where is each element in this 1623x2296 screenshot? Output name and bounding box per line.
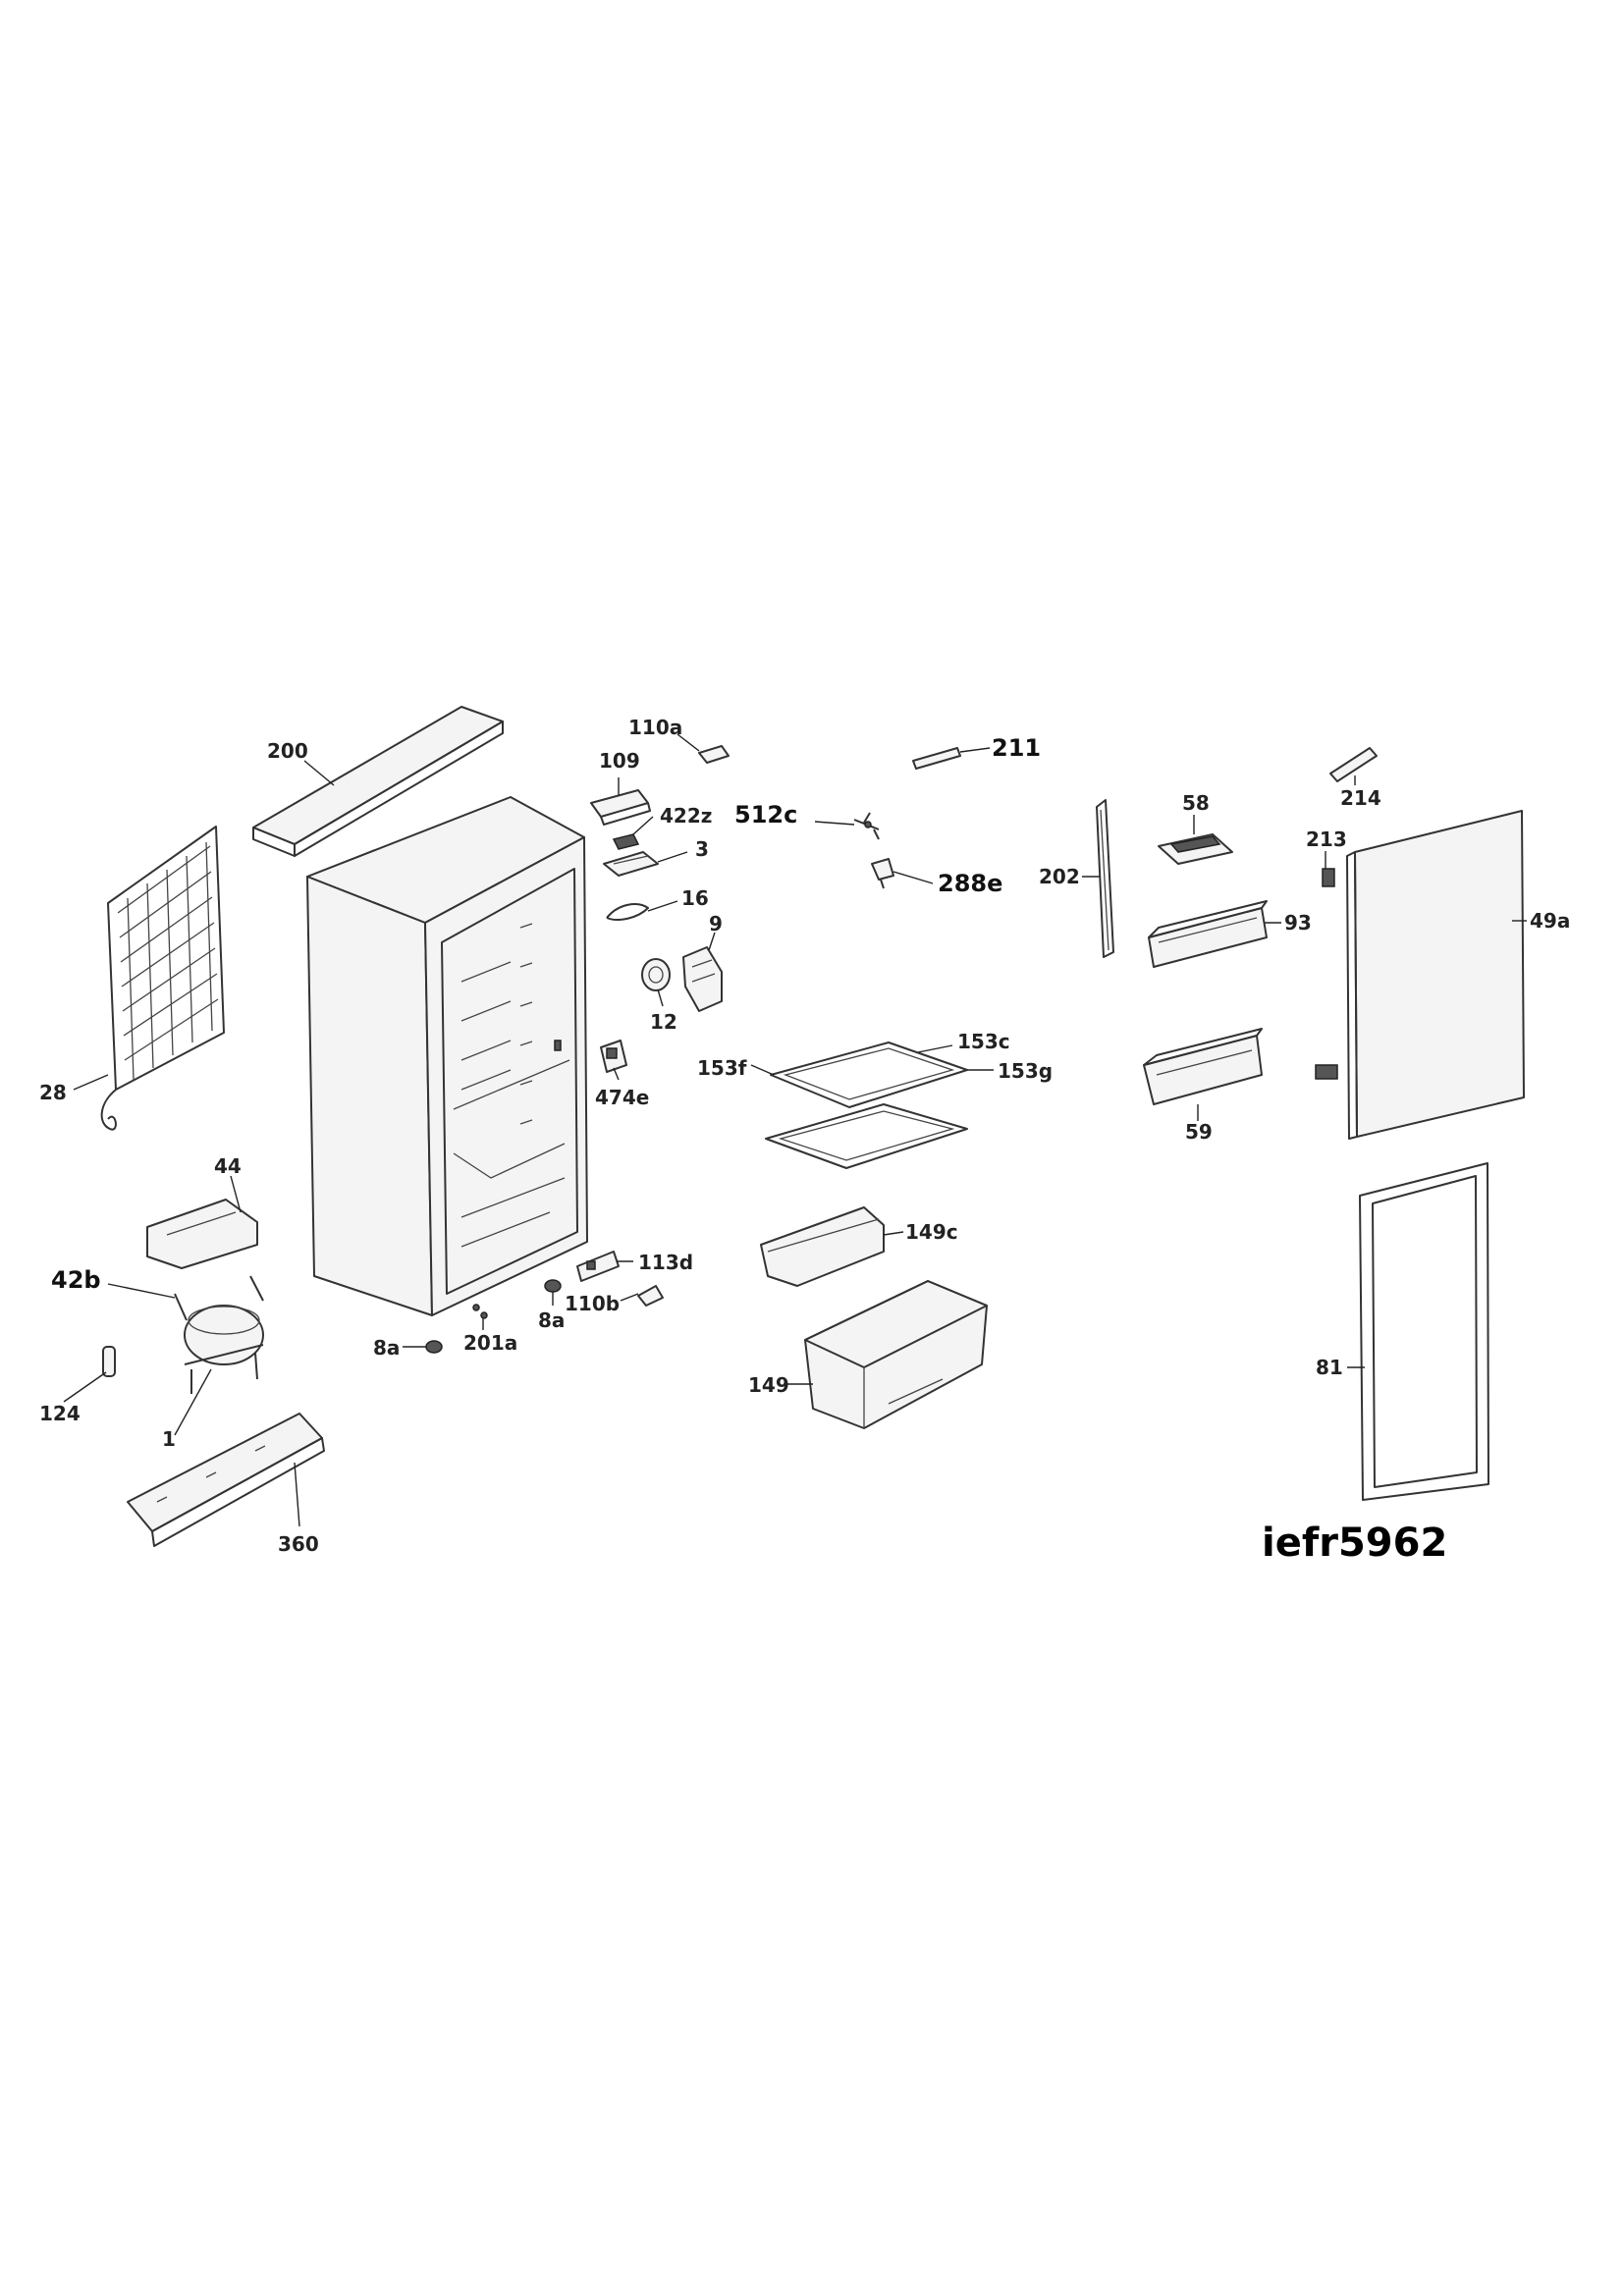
leader-lines bbox=[63, 733, 1527, 1527]
callout-149: 149 bbox=[748, 1373, 789, 1397]
callout-42b: 42b bbox=[51, 1266, 101, 1294]
part-81-door-gasket bbox=[1359, 1162, 1489, 1501]
part-211 bbox=[912, 747, 961, 770]
callout-44: 44 bbox=[214, 1154, 242, 1178]
callout-512c: 512c bbox=[734, 801, 797, 828]
part-512c bbox=[853, 812, 880, 840]
callout-59: 59 bbox=[1185, 1120, 1213, 1144]
part-149-crisper-drawer bbox=[804, 1280, 988, 1429]
part-1-compressor bbox=[184, 1305, 264, 1394]
part-8a-right bbox=[544, 1279, 562, 1293]
part-58 bbox=[1158, 833, 1233, 865]
callout-422z: 422z bbox=[660, 804, 712, 828]
part-28-condenser bbox=[100, 826, 225, 1131]
part-422z bbox=[612, 833, 640, 850]
part-202 bbox=[1096, 799, 1114, 958]
callout-110a: 110a bbox=[628, 716, 682, 739]
callout-3: 3 bbox=[695, 837, 709, 861]
part-12 bbox=[641, 958, 671, 991]
callout-153g: 153g bbox=[998, 1059, 1053, 1083]
callout-9: 9 bbox=[709, 912, 723, 935]
part-3 bbox=[603, 851, 659, 877]
callout-200: 200 bbox=[267, 739, 308, 763]
cabinet-body bbox=[306, 796, 588, 1316]
callout-214: 214 bbox=[1340, 786, 1381, 810]
part-44 bbox=[146, 1199, 258, 1269]
callout-360: 360 bbox=[278, 1532, 319, 1556]
part-200-top-cover bbox=[252, 706, 504, 857]
callout-153c: 153c bbox=[957, 1030, 1010, 1053]
callout-49a: 49a bbox=[1530, 909, 1570, 933]
callout-213: 213 bbox=[1306, 828, 1347, 851]
callout-124: 124 bbox=[39, 1402, 81, 1425]
part-59 bbox=[1143, 1028, 1263, 1105]
model-code: iefr5962 bbox=[1262, 1521, 1447, 1566]
part-16 bbox=[606, 903, 649, 921]
part-113d bbox=[576, 1251, 620, 1282]
callout-202: 202 bbox=[1039, 865, 1080, 888]
part-288e bbox=[871, 858, 894, 889]
callout-16: 16 bbox=[681, 886, 709, 910]
part-201a bbox=[472, 1304, 488, 1319]
part-474e bbox=[600, 1040, 627, 1073]
callout-201a: 201a bbox=[463, 1331, 517, 1355]
callout-1: 1 bbox=[162, 1427, 176, 1451]
part-49a-door bbox=[1346, 810, 1525, 1140]
part-9 bbox=[682, 946, 723, 1012]
part-110a bbox=[698, 745, 730, 764]
callout-149c: 149c bbox=[905, 1220, 958, 1244]
callout-474e: 474e bbox=[595, 1086, 649, 1109]
part-214 bbox=[1329, 747, 1378, 782]
callout-8a-right: 8a bbox=[538, 1308, 565, 1332]
callout-113d: 113d bbox=[638, 1251, 693, 1274]
part-93 bbox=[1148, 900, 1268, 968]
part-213 bbox=[1315, 868, 1338, 1080]
callout-93: 93 bbox=[1284, 911, 1312, 934]
callout-58: 58 bbox=[1182, 791, 1210, 815]
callout-8a-left: 8a bbox=[373, 1336, 400, 1360]
callout-110b: 110b bbox=[565, 1292, 620, 1315]
part-360-base-plate bbox=[127, 1413, 325, 1547]
callout-labels: 200 110a 109 422z 3 16 9 12 474e 512c 21… bbox=[39, 716, 1570, 1556]
part-110b bbox=[637, 1285, 664, 1307]
callout-288e: 288e bbox=[938, 870, 1002, 897]
callout-12: 12 bbox=[650, 1010, 677, 1034]
callout-153f: 153f bbox=[697, 1056, 747, 1080]
callout-211: 211 bbox=[992, 734, 1041, 762]
part-153-glass-shelves bbox=[765, 1041, 968, 1169]
part-149c-crisper-cover bbox=[760, 1206, 885, 1287]
part-8a-left bbox=[425, 1340, 443, 1354]
part-42b bbox=[174, 1275, 264, 1321]
callout-81: 81 bbox=[1316, 1356, 1343, 1379]
part-109 bbox=[590, 789, 651, 826]
part-124 bbox=[102, 1346, 116, 1377]
callout-109: 109 bbox=[599, 749, 640, 773]
callout-28: 28 bbox=[39, 1081, 67, 1104]
